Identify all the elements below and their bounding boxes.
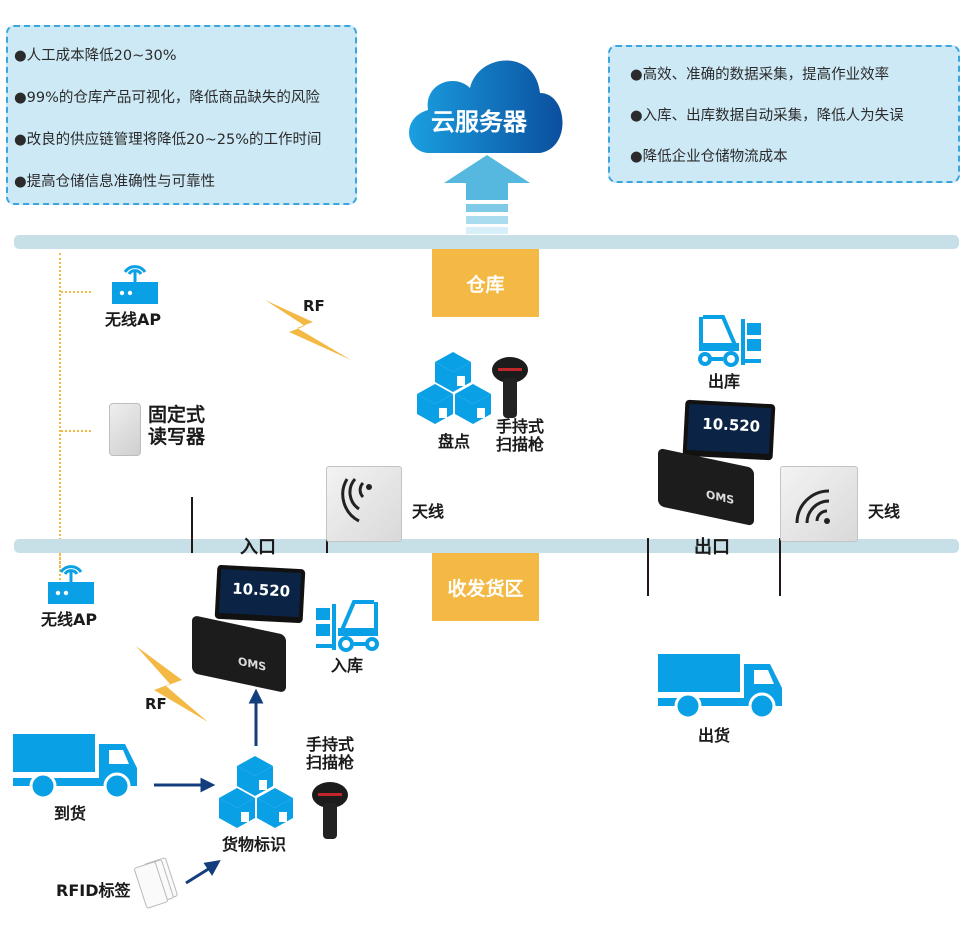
label-handheld-bottom-line2: 扫描枪 (306, 753, 355, 773)
label-exit: 出口 (694, 537, 730, 558)
rfid-tags-icon (134, 857, 178, 909)
upload-arrow-icon (444, 155, 530, 234)
benefits-box-left: ●人工成本降低20~30% ●99%的仓库产品可视化，降低商品缺失的风险 ●改良… (6, 25, 357, 205)
label-wireless-ap-top: 无线AP (105, 310, 162, 329)
label-arrival: 到货 (54, 804, 87, 823)
label-antenna-right: 天线 (868, 502, 901, 521)
truck-arrival-icon (13, 734, 137, 800)
benefit-item: ●人工成本降低20~30% (14, 48, 177, 64)
benefit-item: ●高效、准确的数据采集，提高作业效率 (630, 67, 890, 83)
label-handheld-bottom: 手持式 扫描枪 (306, 735, 355, 773)
signal-icon (341, 478, 372, 523)
zone-warehouse-ext (432, 249, 539, 317)
benefit-item: ●99%的仓库产品可视化，降低商品缺失的风险 (14, 90, 320, 106)
network-link-reader (61, 430, 91, 432)
label-rfid-tags: RFID标签 (56, 881, 131, 900)
label-fixed-reader: 固定式 读写器 (148, 404, 206, 449)
benefits-box-right: ●高效、准确的数据采集，提高作业效率 ●入库、出库数据自动采集，降低人为失误 ●… (608, 45, 960, 183)
benefit-item: ●提高仓储信息准确性与可靠性 (14, 174, 216, 190)
inventory-cubes-icon (417, 352, 491, 424)
antenna-left-icon (326, 466, 402, 542)
label-ship-out: 出货 (698, 726, 731, 745)
label-antenna-left: 天线 (412, 502, 445, 521)
label-goods-id: 货物标识 (222, 835, 287, 854)
arrow-head (248, 688, 264, 704)
antenna-right-icon (780, 466, 858, 542)
wireless-ap-icon (48, 565, 94, 604)
label-fixed-reader-line2: 读写器 (148, 425, 206, 448)
wireless-ap-icon (112, 265, 158, 304)
exit-gate-right (779, 538, 781, 596)
zone-warehouse-label: 仓库 (466, 273, 505, 296)
zone-shipping-area: 收发货区 (432, 553, 539, 621)
shipping-band (14, 539, 959, 553)
handheld-scanner-icon (492, 357, 528, 418)
warehouse-band (14, 235, 959, 249)
exit-gate-left (647, 538, 649, 596)
truck-outbound-icon (658, 654, 782, 720)
label-wireless-ap-bottom: 无线AP (41, 610, 98, 629)
label-entrance: 入口 (240, 537, 276, 558)
label-outbound: 出库 (708, 372, 741, 391)
label-rf-bottom: RF (145, 695, 167, 713)
arrow-head (200, 777, 216, 793)
arrow-head (203, 860, 221, 876)
arrow-rfid-to-goods (185, 866, 211, 885)
label-inventory: 盘点 (438, 432, 471, 451)
forklift-inbound-icon (316, 600, 379, 652)
label-handheld-top-line2: 扫描枪 (496, 435, 545, 455)
label-fixed-reader-line1: 固定式 (148, 404, 206, 426)
entrance-gate-left (191, 497, 193, 553)
network-link-vertical (59, 253, 61, 588)
network-link-vertical-bottom (59, 553, 61, 571)
goods-id-cubes-icon (219, 756, 293, 828)
signal-icon (795, 489, 830, 524)
cloud-label: 云服务器 (431, 108, 527, 136)
cloud-icon (409, 60, 563, 153)
network-link-ap (61, 291, 91, 293)
benefit-item: ●入库、出库数据自动采集，降低人为失误 (630, 108, 904, 124)
forklift-outbound-icon (698, 315, 761, 367)
label-inbound: 入库 (331, 656, 364, 675)
label-rf-top: RF (303, 297, 325, 315)
handheld-scanner-icon (312, 782, 348, 839)
label-handheld-bottom-line1: 手持式 (306, 735, 355, 754)
fixed-reader-icon (109, 403, 141, 456)
benefit-item: ●改良的供应链管理将降低20~25%的工作时间 (14, 132, 322, 148)
rf-lightning-icon (136, 646, 208, 722)
label-handheld-top-line1: 手持式 (496, 417, 545, 436)
label-handheld-top: 手持式 扫描枪 (496, 417, 545, 455)
benefit-item: ●降低企业仓储物流成本 (630, 149, 788, 165)
